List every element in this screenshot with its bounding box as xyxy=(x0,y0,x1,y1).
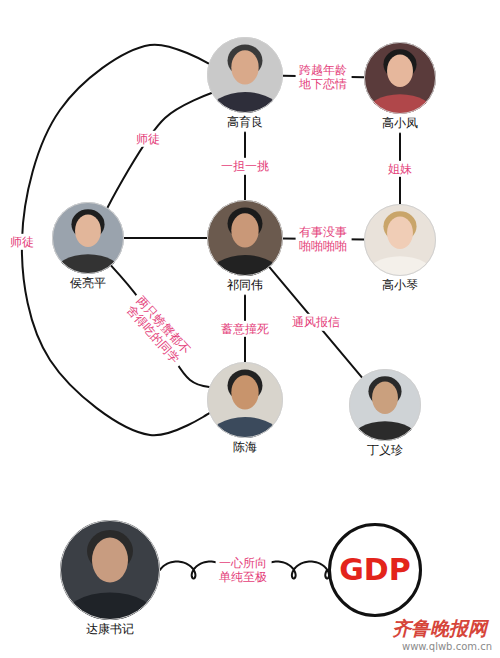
portrait-photo xyxy=(207,200,283,276)
portrait-photo xyxy=(207,37,283,113)
portrait-photo xyxy=(364,42,436,114)
character-name: 丁义珍 xyxy=(367,443,403,457)
relation-line xyxy=(111,266,209,387)
character-node: 丁义珍 xyxy=(349,369,421,457)
character-name: 侯亮平 xyxy=(70,276,106,290)
character-node: 侯亮平 xyxy=(52,202,124,290)
relation-label: 一心所向 单纯至极 xyxy=(215,555,272,586)
relation-line xyxy=(124,237,207,239)
character-node: 高小凤 xyxy=(364,42,436,130)
relation-line xyxy=(107,93,211,208)
relation-label: 师徒 xyxy=(8,234,36,250)
character-name: 高小凤 xyxy=(382,116,418,130)
portrait-photo xyxy=(60,520,160,620)
portrait-photo xyxy=(52,202,124,274)
portrait-photo xyxy=(349,369,421,441)
character-node: 达康书记 xyxy=(60,520,160,636)
relation-line xyxy=(22,45,209,436)
character-name: 达康书记 xyxy=(86,622,134,636)
portrait-photo xyxy=(364,204,436,276)
relation-label: 一担一挑 xyxy=(219,158,271,174)
relation-label: 姐妹 xyxy=(386,160,414,176)
character-node: 高育良 xyxy=(207,37,283,129)
target-label: GDP xyxy=(339,552,411,588)
target-circle: GDP xyxy=(327,522,423,618)
relation-label: 有事没事 啪啪啪啪 xyxy=(295,224,352,255)
portrait-photo xyxy=(207,362,283,438)
character-name: 陈海 xyxy=(233,440,257,454)
relation-label: 蓄意撞死 xyxy=(219,320,271,336)
watermark: 齐鲁晚报网 xyxy=(392,617,487,640)
character-name: 高育良 xyxy=(227,115,263,129)
watermark: www.qlwb.com.cn xyxy=(402,641,492,653)
character-node: 高小琴 xyxy=(364,204,436,292)
relation-label: 两只螃蟹都不 舍得吃的同学 xyxy=(120,290,197,371)
character-name: 祁同伟 xyxy=(227,278,263,292)
character-name: 高小琴 xyxy=(382,278,418,292)
relation-label: 通风报信 xyxy=(290,314,342,330)
character-node: 陈海 xyxy=(207,362,283,454)
character-node: 祁同伟 xyxy=(207,200,283,292)
relation-line xyxy=(269,267,361,377)
relation-label: 跨越年龄 地下恋情 xyxy=(295,61,352,92)
relation-label: 师徒 xyxy=(134,131,162,147)
